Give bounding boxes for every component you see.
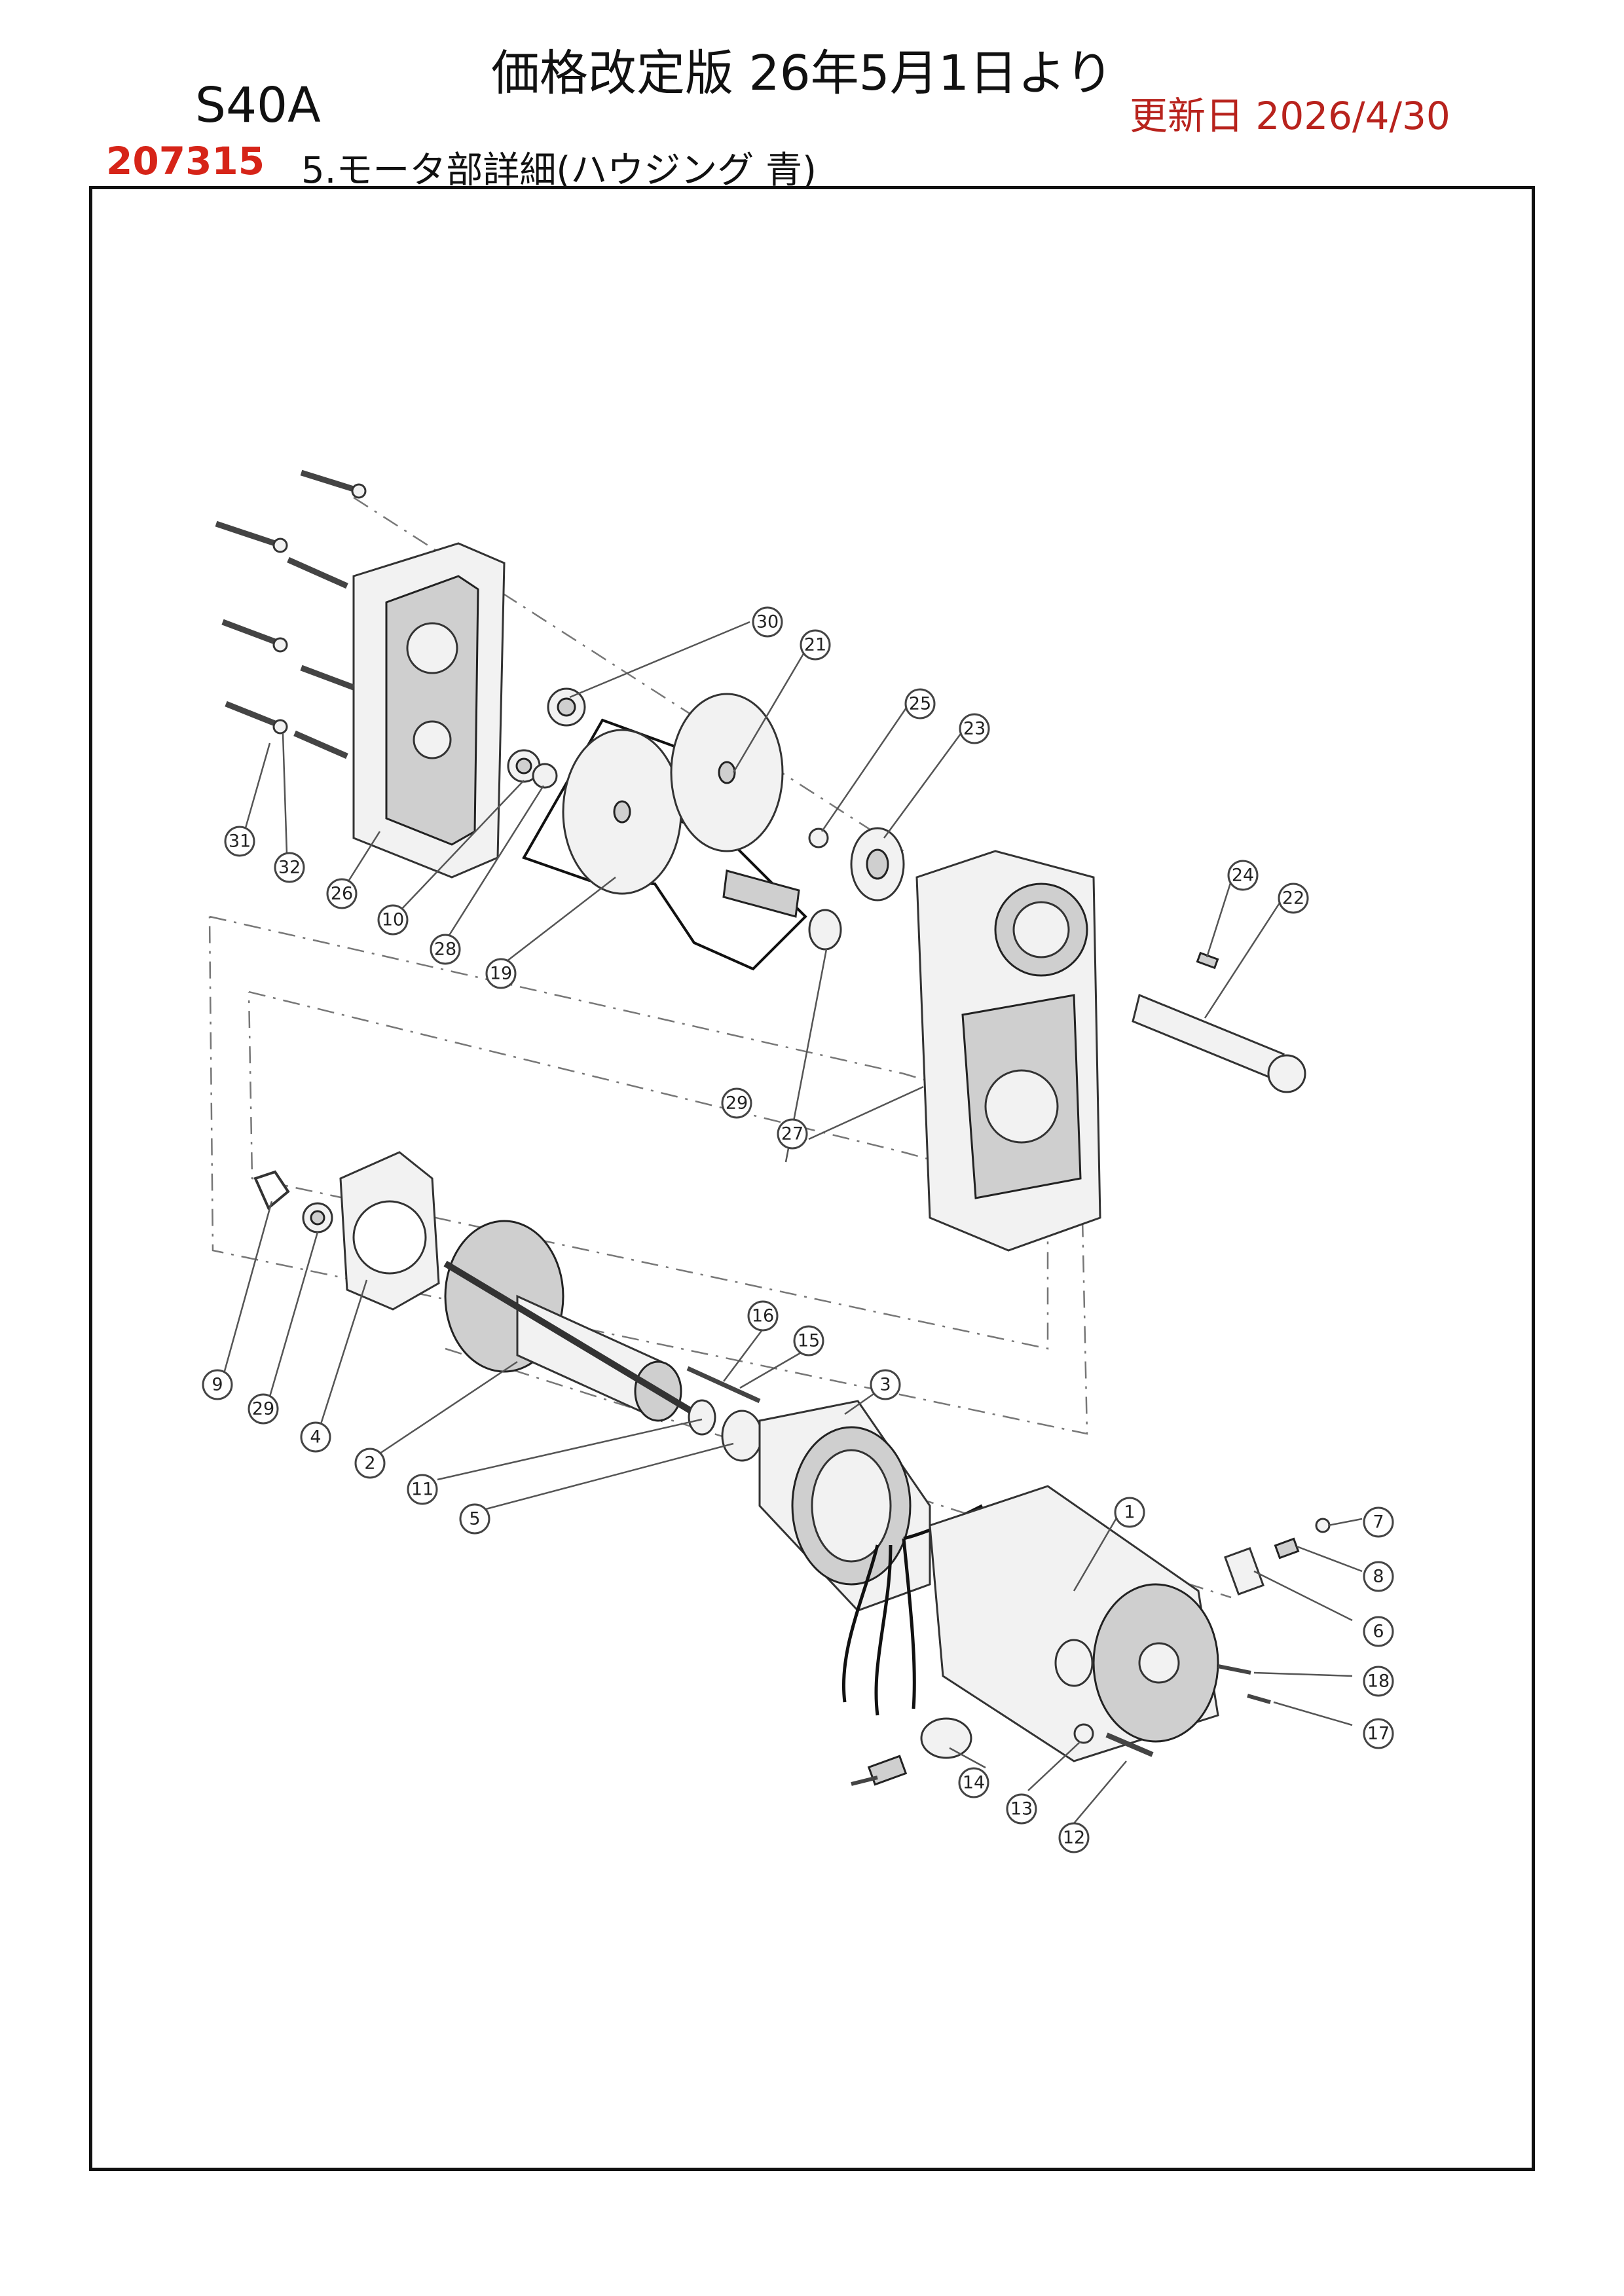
callout-label: 12	[1063, 1828, 1085, 1848]
armature	[443, 1220, 709, 1424]
callout-label: 28	[434, 939, 456, 960]
screws	[215, 469, 367, 759]
output-shaft	[1132, 951, 1306, 1093]
callout-27: 27	[777, 1118, 808, 1150]
callout-15: 15	[793, 1325, 824, 1357]
callout-label: 7	[1373, 1512, 1384, 1533]
callout-21: 21	[800, 629, 831, 661]
gear-set	[522, 693, 807, 971]
callout-label: 26	[331, 884, 353, 904]
callout-label: 2	[364, 1453, 375, 1474]
callout-label: 5	[469, 1509, 480, 1529]
callout-4: 4	[300, 1421, 331, 1453]
callout-label: 19	[490, 964, 512, 984]
callout-label: 30	[756, 612, 779, 632]
callout-label: 10	[382, 910, 404, 930]
callout-10: 10	[377, 904, 409, 936]
callout-2: 2	[354, 1448, 386, 1479]
callout-32: 32	[274, 852, 305, 883]
callout-24: 24	[1227, 860, 1259, 891]
callout-12: 12	[1058, 1822, 1090, 1853]
bearings-armature	[686, 1366, 763, 1462]
callout-label: 27	[781, 1124, 803, 1144]
callout-29-lower: 29	[248, 1393, 279, 1425]
callout-11: 11	[407, 1474, 438, 1505]
callout-label: 32	[278, 858, 301, 878]
callout-label: 15	[798, 1331, 820, 1351]
gear-housing	[915, 850, 1101, 1252]
lower-brush-assembly	[851, 1717, 1154, 1786]
callout-23: 23	[959, 713, 990, 744]
callout-13: 13	[1006, 1793, 1037, 1825]
callout-16: 16	[747, 1300, 779, 1332]
stator	[758, 1400, 931, 1612]
callout-25: 25	[904, 688, 936, 720]
model-name: S40A	[195, 77, 321, 134]
callout-28: 28	[430, 934, 461, 965]
callout-19: 19	[485, 958, 517, 989]
callout-label: 24	[1232, 866, 1254, 886]
page-title: 価格改定版 26年5月1日より	[491, 45, 1114, 101]
callout-label: 6	[1373, 1622, 1384, 1642]
callout-label: 21	[804, 635, 826, 655]
callout-label: 29	[726, 1093, 748, 1114]
callout-22: 22	[1278, 883, 1309, 914]
motor-frame	[929, 1485, 1219, 1762]
callout-label: 1	[1124, 1503, 1135, 1523]
callout-8: 8	[1363, 1561, 1394, 1592]
bearings-lower	[808, 827, 905, 951]
callout-label: 4	[310, 1427, 321, 1448]
callout-26: 26	[326, 878, 358, 909]
callout-29-upper: 29	[721, 1087, 752, 1119]
part-code: 207315	[106, 139, 265, 183]
callout-31: 31	[224, 826, 255, 857]
callout-label: 11	[411, 1480, 434, 1500]
callout-5: 5	[459, 1503, 490, 1535]
diagram-frame	[89, 186, 1535, 2171]
callout-label: 17	[1367, 1724, 1390, 1744]
callout-label: 8	[1373, 1567, 1384, 1587]
end-plate	[253, 1151, 440, 1311]
callout-label: 3	[879, 1375, 891, 1395]
callout-3: 3	[870, 1369, 901, 1400]
callout-label: 25	[909, 694, 931, 714]
callout-label: 16	[752, 1306, 774, 1326]
callout-30: 30	[752, 606, 783, 638]
updated-date: 更新日 2026/4/30	[1130, 94, 1450, 138]
callout-17: 17	[1363, 1718, 1394, 1749]
section-title: 5.モータ部詳細(ハウジング 青)	[301, 149, 817, 192]
callout-label: 18	[1367, 1671, 1390, 1692]
callout-7: 7	[1363, 1506, 1394, 1538]
callout-label: 14	[963, 1773, 985, 1793]
gear-cover	[352, 542, 506, 879]
callout-1: 1	[1114, 1497, 1145, 1528]
callout-6: 6	[1363, 1616, 1394, 1647]
bearings-upper	[507, 687, 586, 789]
callout-label: 29	[252, 1399, 274, 1419]
callout-label: 23	[963, 719, 986, 739]
callout-label: 9	[212, 1375, 223, 1395]
callout-14: 14	[958, 1767, 989, 1798]
callout-label: 13	[1010, 1799, 1033, 1819]
callout-18: 18	[1363, 1666, 1394, 1697]
callout-label: 31	[229, 831, 251, 852]
callout-label: 22	[1282, 888, 1304, 909]
callout-9: 9	[202, 1369, 233, 1400]
